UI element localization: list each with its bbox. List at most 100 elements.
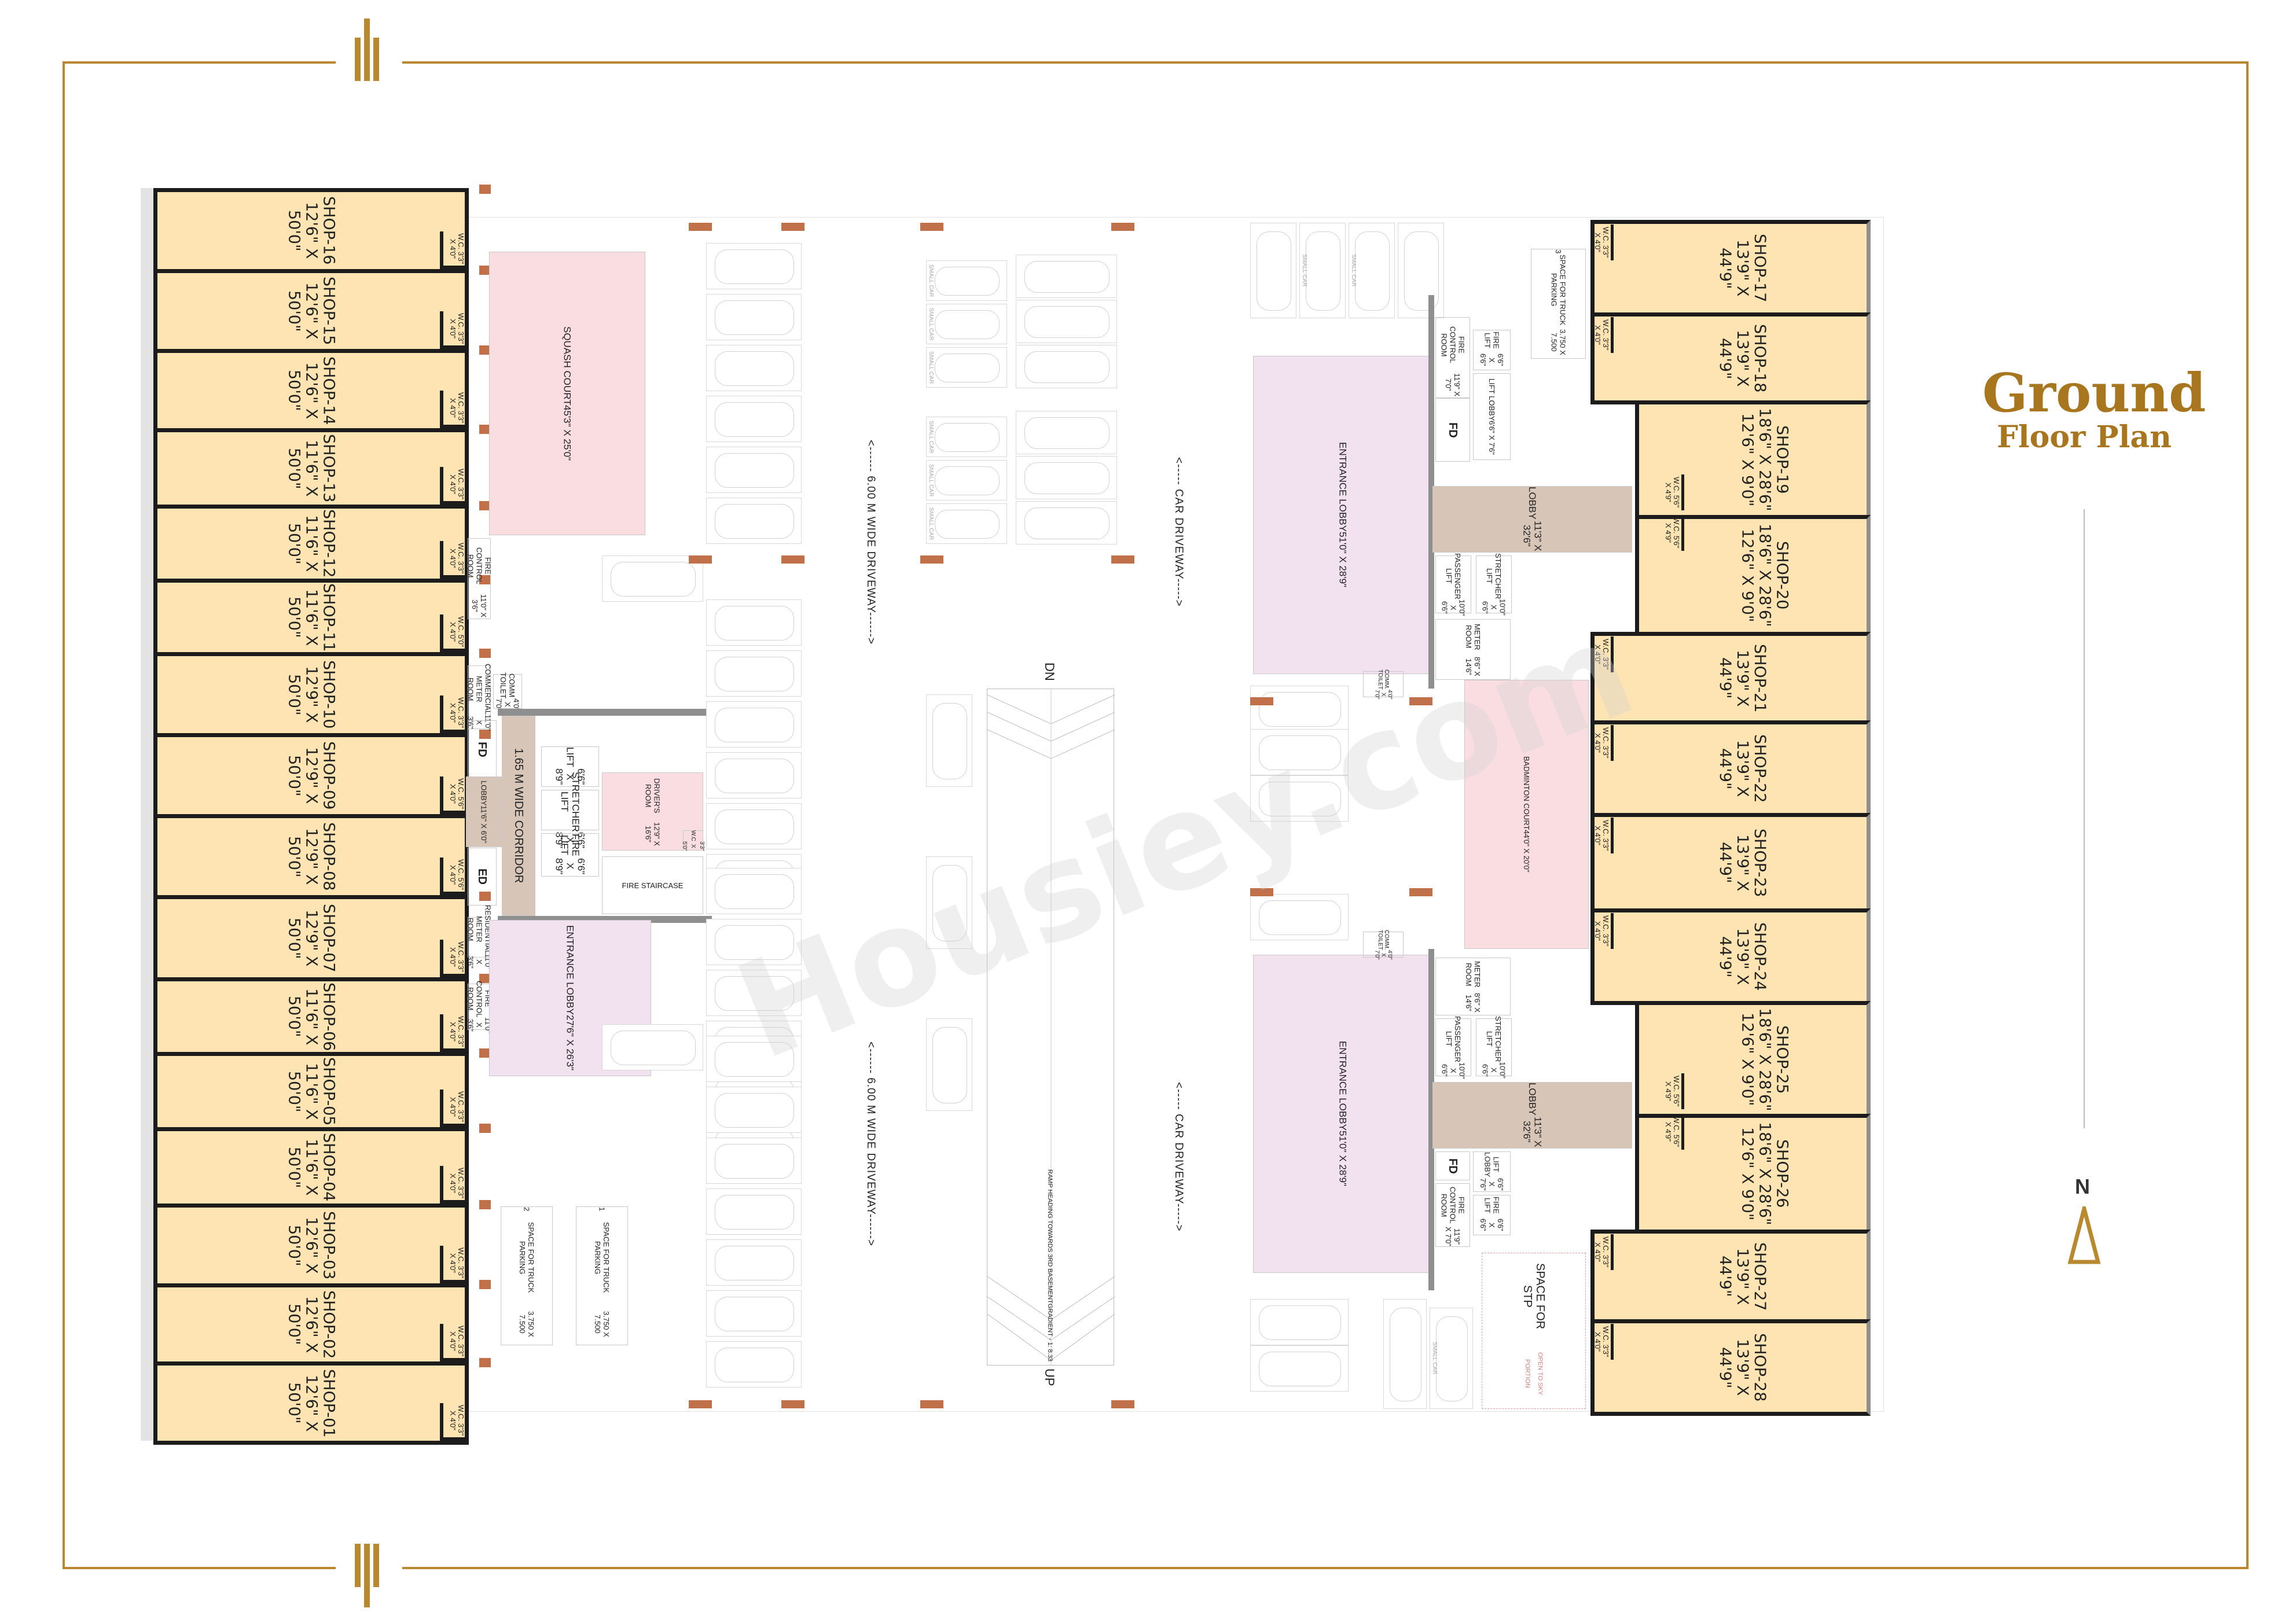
wc[interactable]: W.C. 3'3" X 4'0" [440,940,466,977]
parking-stall[interactable] [706,447,802,493]
parking-stall[interactable] [706,498,802,544]
wc[interactable]: W.C. 3'3" X 4'0" [440,695,466,733]
parking-stall[interactable]: SMALL CAR [1349,223,1395,318]
fire-door[interactable]: FD [468,720,497,778]
wc[interactable]: W.C. 3'3" X 4'0" [440,1014,466,1052]
parking-stall[interactable] [706,1087,802,1133]
wc[interactable]: W.C. 5'6" X 4'9" [1661,1114,1684,1150]
parking-stall[interactable] [1016,345,1117,388]
parking-stall[interactable] [706,599,802,646]
wc[interactable]: W.C. 3'3" X 4'0" [440,1090,466,1127]
fire-door[interactable]: FD [1435,398,1470,462]
parking-stall[interactable] [706,1188,802,1235]
wc[interactable]: W.C. 3'3" X 4'0" [440,1324,466,1361]
wc[interactable]: W.C. 3'3" X 4'0" [440,231,466,269]
parking-stall[interactable] [706,294,802,340]
parking-stall[interactable] [706,919,802,965]
parking-stall[interactable] [706,1138,802,1184]
parking-stall[interactable] [1250,729,1349,775]
parking-stall[interactable] [1250,894,1349,940]
wc[interactable]: W.C. 5'6" X 4'9" [1661,1073,1684,1109]
parking-stall[interactable] [602,555,703,602]
parking-stall[interactable] [706,1239,802,1286]
wc[interactable]: W.C. 3'3" X 4'0" [1590,1234,1614,1270]
parking-stall[interactable]: SMALL CAR [926,503,1007,544]
wc[interactable]: W.C. 3'3" X 4'0" [440,1403,466,1441]
parking-stall[interactable] [706,803,802,849]
parking-stall[interactable] [1250,1345,1349,1392]
wc[interactable]: W.C. 3'3" X 4'0" [1590,913,1614,949]
wc[interactable]: W.C. 3'3" X 4'0" [1590,225,1614,260]
wc[interactable]: W.C. 3'3" X 4'0" [440,467,466,505]
parking-stall[interactable] [926,856,972,949]
parking-stall[interactable] [926,694,972,787]
parking-stall[interactable] [706,868,802,914]
wc[interactable]: W.C. 3'3" X 4'0" [440,311,466,349]
parking-stall[interactable] [1016,501,1117,544]
parking-stall[interactable] [602,1024,703,1070]
wc[interactable]: W.C. 3'3" X 4'0" [440,1166,466,1204]
parking-stall[interactable] [706,701,802,748]
parking-stall[interactable]: SMALL CAR [926,347,1007,388]
wc[interactable]: W.C. 5'6" X 4'0" [440,776,466,814]
parking-stall[interactable] [1398,223,1444,318]
parking-stall[interactable] [1250,223,1296,318]
parking-stall[interactable] [706,345,802,391]
wc[interactable]: W.C. 3'3" X 4'0" [440,1246,466,1283]
parking-stall[interactable] [1250,686,1349,732]
parking-stall[interactable] [1016,300,1117,343]
parking-stall[interactable] [1250,775,1349,822]
parking-stall[interactable] [706,1036,802,1082]
parking-stall[interactable]: SMALL CAR [926,260,1007,301]
wc[interactable]: W.C. 3'3" X 4'0" [1590,818,1614,853]
wc[interactable]: W.C. 5'6" X 4'0" [440,857,466,895]
wc[interactable]: W.C. 3'3" X 4'0" [1590,1324,1614,1360]
parking-stall[interactable] [706,970,802,1016]
wc[interactable]: W.C. 3'3" X 4'0" [1590,636,1614,672]
wc[interactable]: W.C. 3'3" X 4'0" [440,391,466,428]
parking-stall[interactable] [706,1341,802,1388]
fire-staircase[interactable]: FIRE STAIRCASE [602,856,703,914]
parking-stall[interactable]: SMALL CAR [1299,223,1346,318]
